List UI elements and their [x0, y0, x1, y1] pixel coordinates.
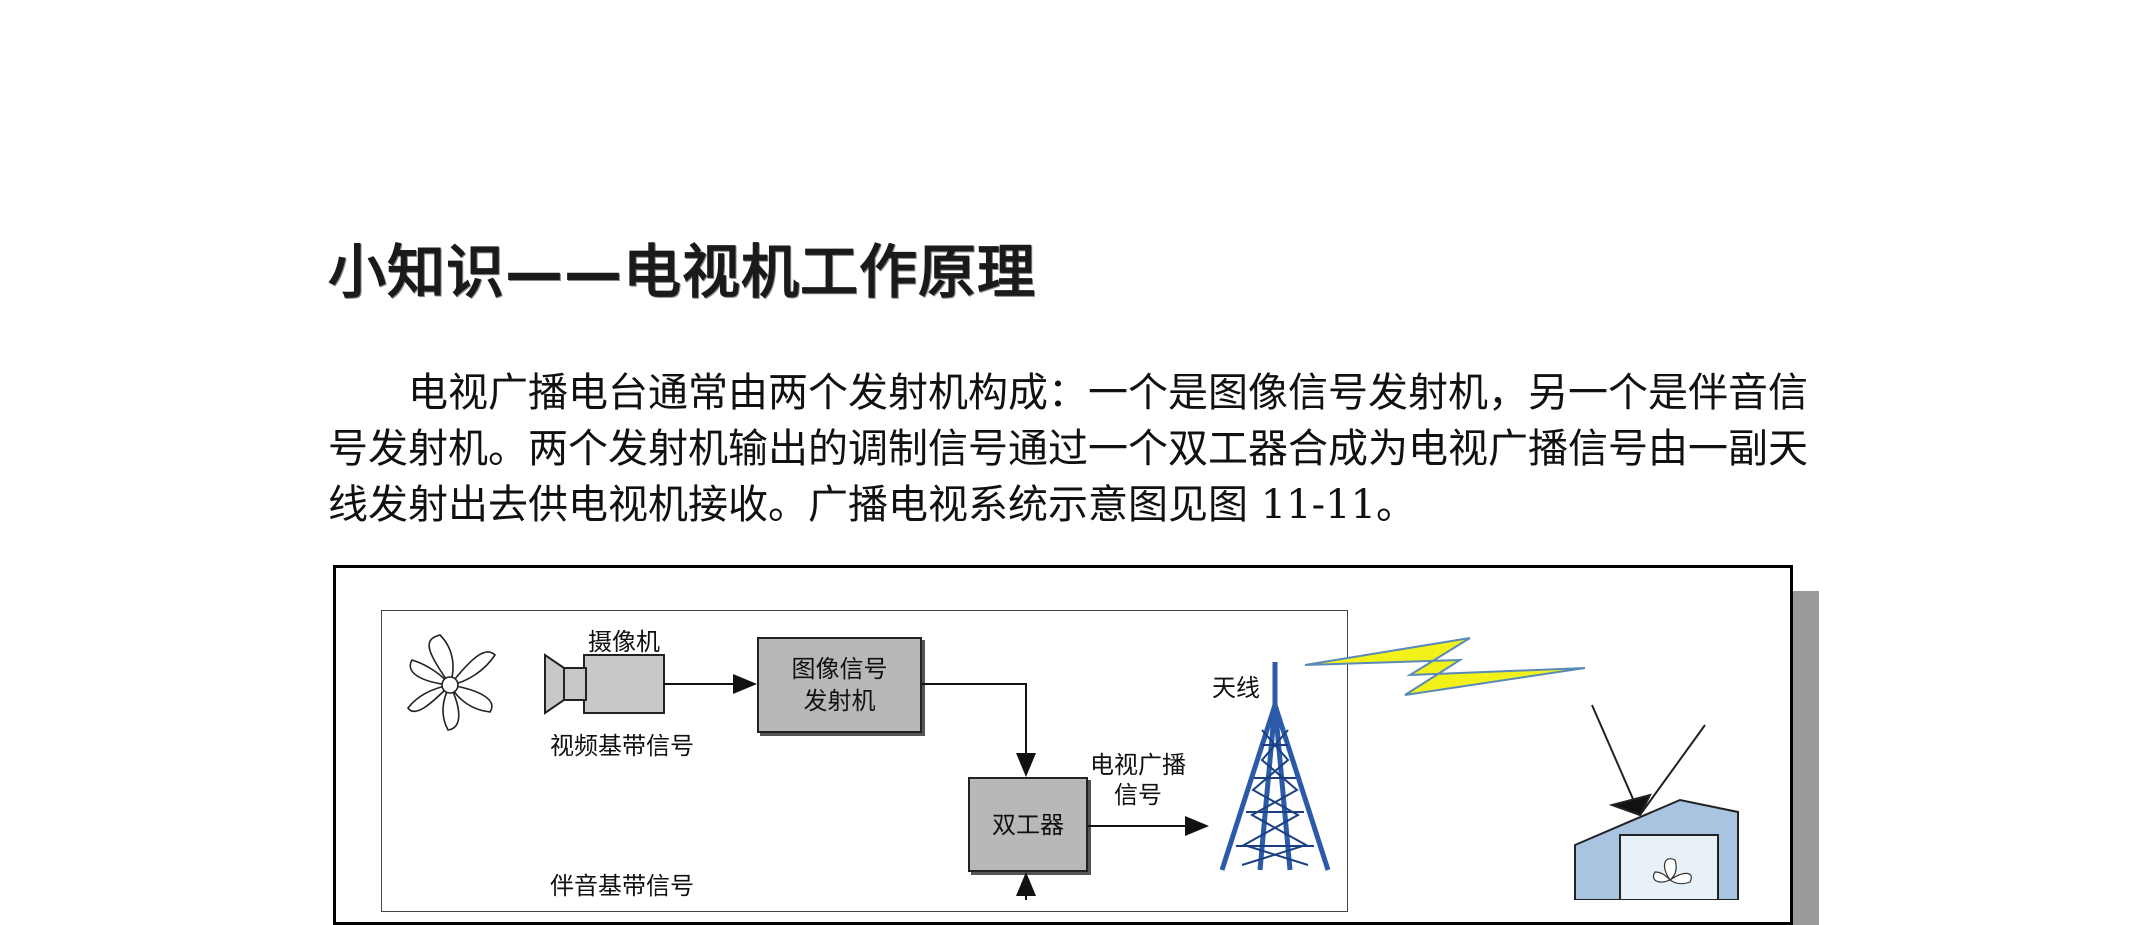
lightning-signal-icon — [1304, 637, 1586, 696]
broadcast-signal-line1: 电视广播 — [1090, 751, 1186, 779]
broadcast-signal-line2: 信号 — [1114, 781, 1162, 809]
video-camera-icon — [544, 653, 665, 715]
antenna-tower-icon — [1219, 662, 1331, 871]
image-transmitter-line2: 发射机 — [803, 687, 876, 715]
image-transmitter-line1: 图像信号 — [791, 655, 888, 683]
tv-set-icon — [1574, 704, 1739, 900]
flower-icon — [407, 634, 497, 731]
image-transmitter-box: 图像信号 发射机 — [757, 637, 922, 733]
duplexer-label: 双工器 — [992, 810, 1064, 839]
body-paragraph: 电视广播电台通常由两个发射机构成：一个是图像信号发射机，另一个是伴音信号发射机。… — [328, 365, 1828, 533]
audio-baseband-label: 伴音基带信号 — [550, 872, 694, 900]
antenna-label: 天线 — [1212, 674, 1260, 702]
camera-label: 摄像机 — [588, 628, 660, 656]
duplexer-box: 双工器 — [968, 777, 1088, 872]
video-baseband-label: 视频基带信号 — [550, 732, 694, 760]
page-title: 小知识——电视机工作原理 — [328, 238, 1037, 306]
paragraph-text: 电视广播电台通常由两个发射机构成：一个是图像信号发射机，另一个是伴音信号发射机。… — [328, 370, 1808, 528]
broadcast-signal-label: 电视广播 信号 — [1090, 750, 1186, 810]
diagram-graphics — [407, 634, 1739, 900]
